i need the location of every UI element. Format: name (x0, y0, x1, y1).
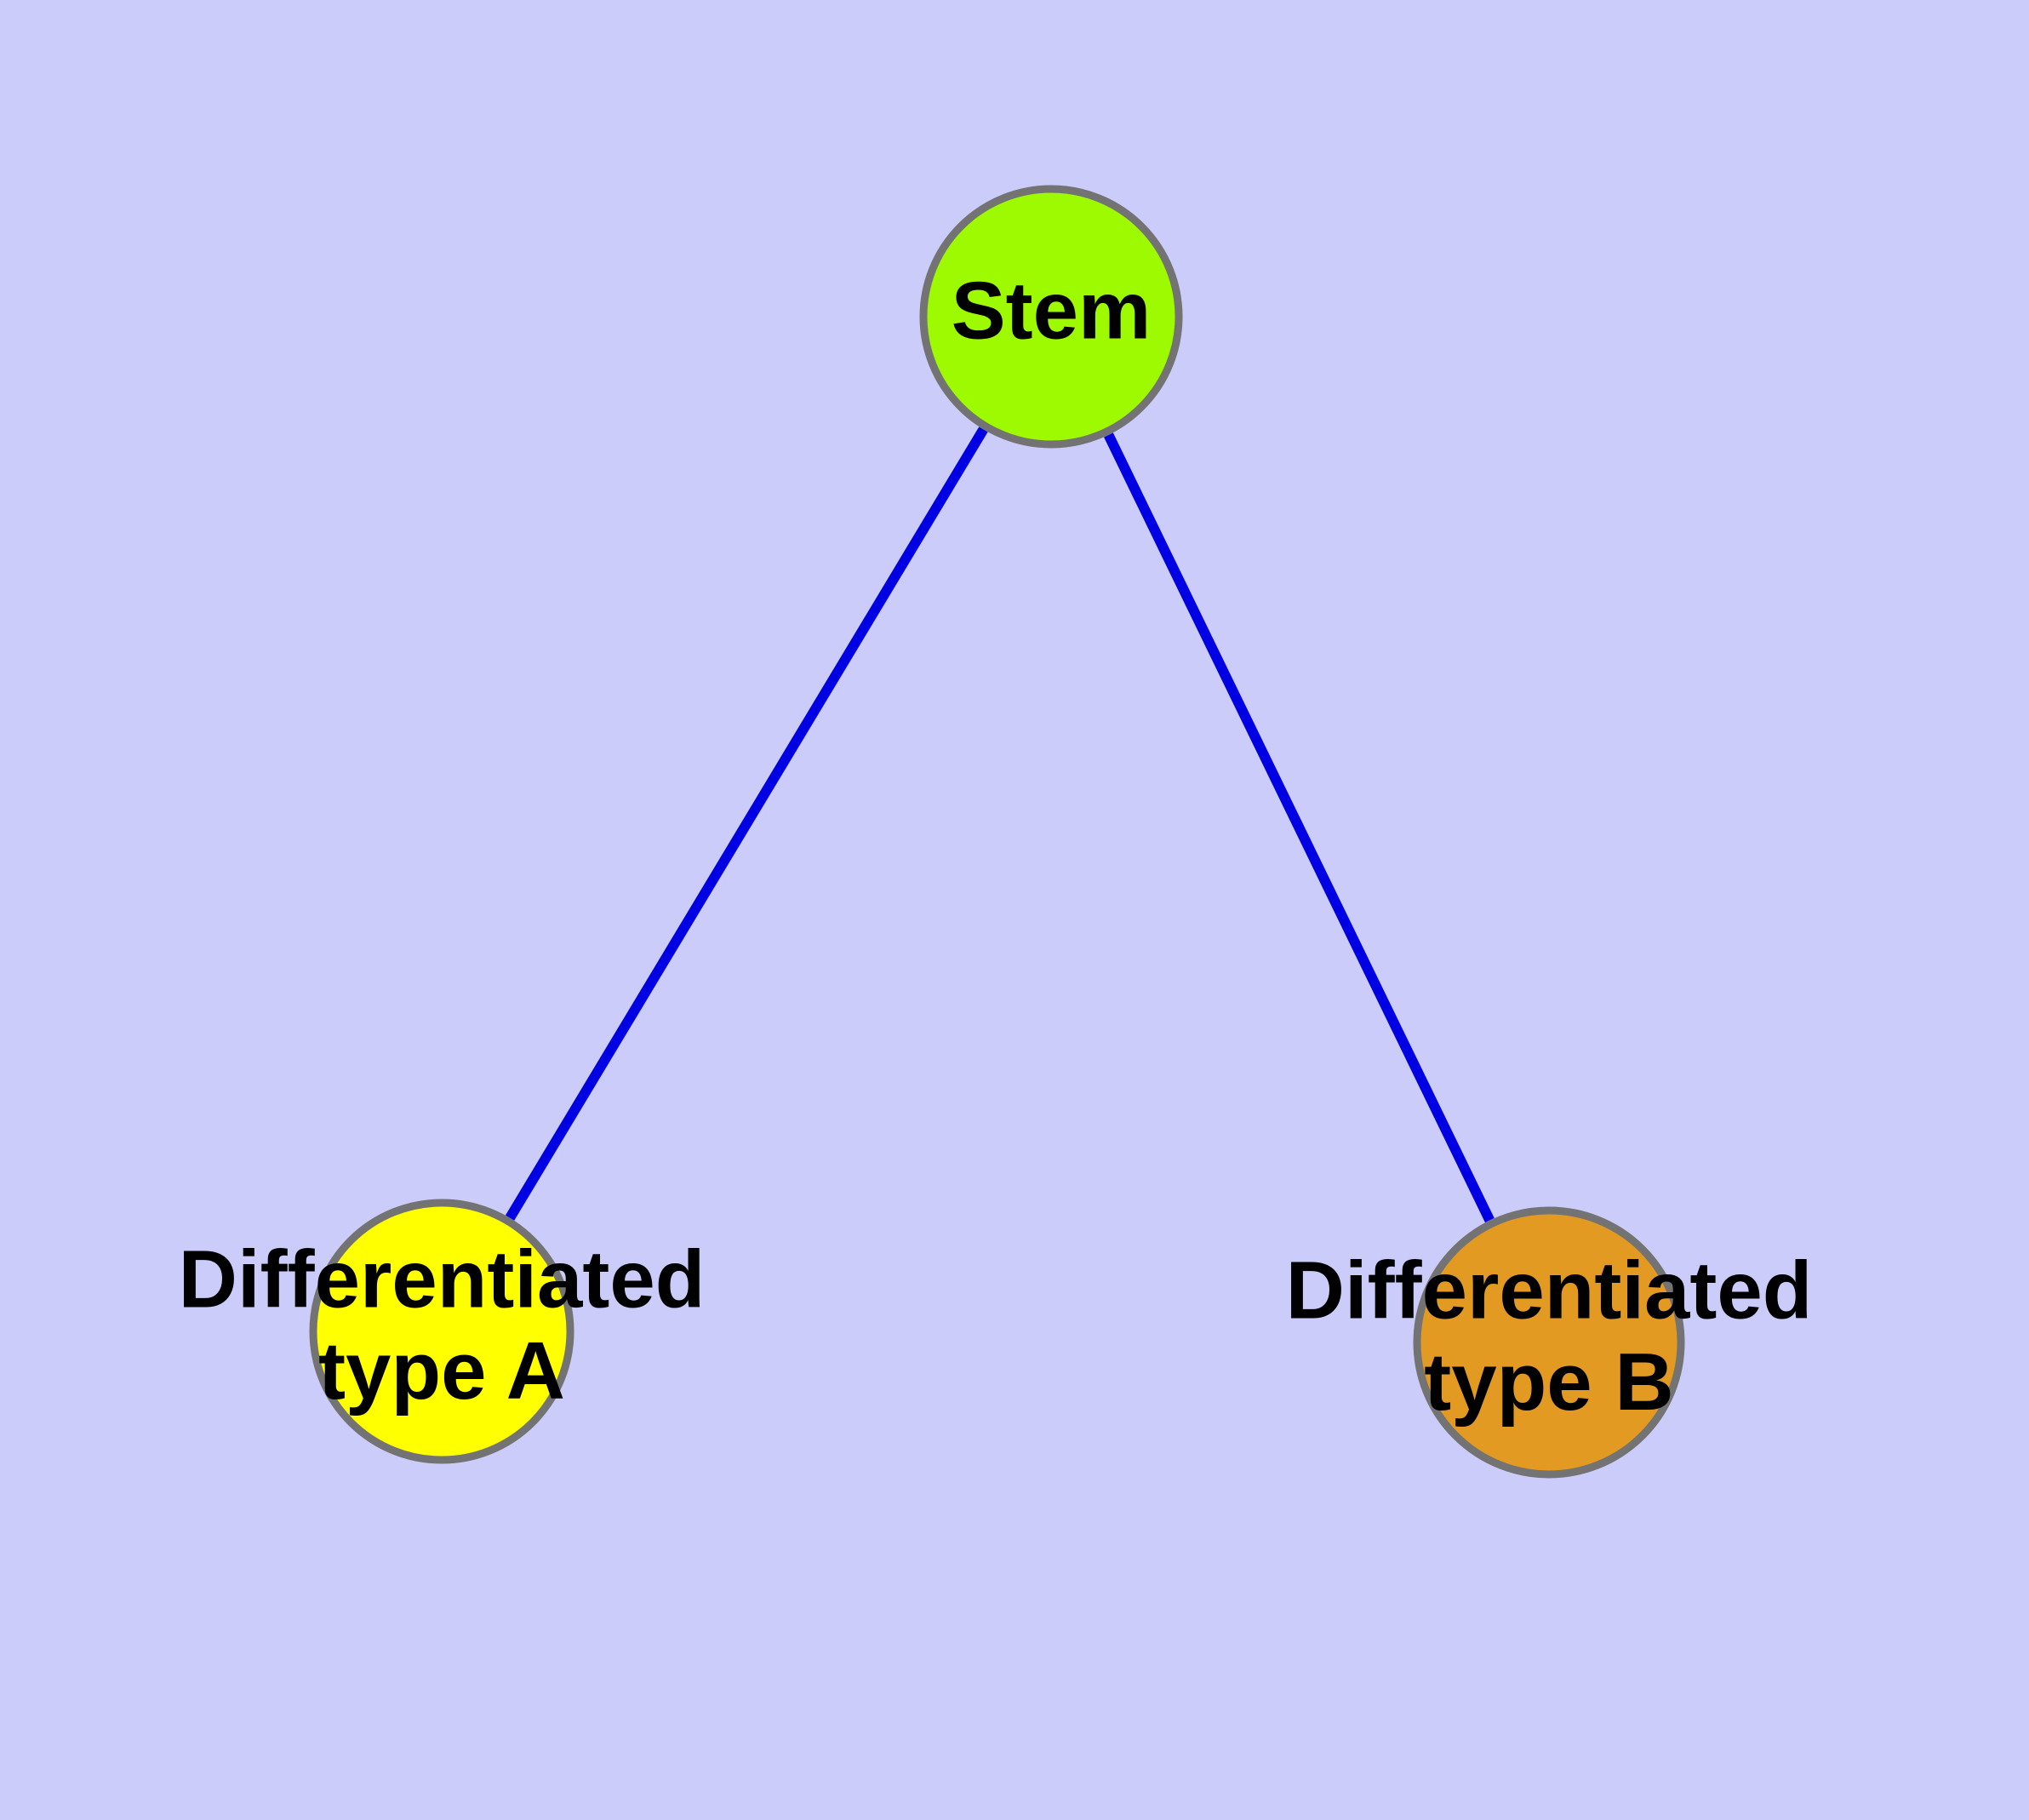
edges-layer (505, 426, 1495, 1223)
node-label-line: type A (318, 1325, 565, 1417)
node-label-line: Differentiated (1286, 1245, 1813, 1336)
edge-stem-diff-b (1104, 432, 1495, 1223)
node-label-stem: Stem (952, 265, 1152, 356)
node-label-line: Differentiated (179, 1234, 706, 1325)
node-label-line: type B (1424, 1336, 1673, 1428)
edge-stem-diff-a (505, 426, 988, 1221)
node-diff_a[interactable] (309, 1199, 574, 1464)
node-label-line: Stem (952, 265, 1152, 356)
node-diff_b[interactable] (1413, 1206, 1685, 1479)
nodes-layer (309, 185, 1685, 1479)
node-stem[interactable] (919, 185, 1183, 449)
